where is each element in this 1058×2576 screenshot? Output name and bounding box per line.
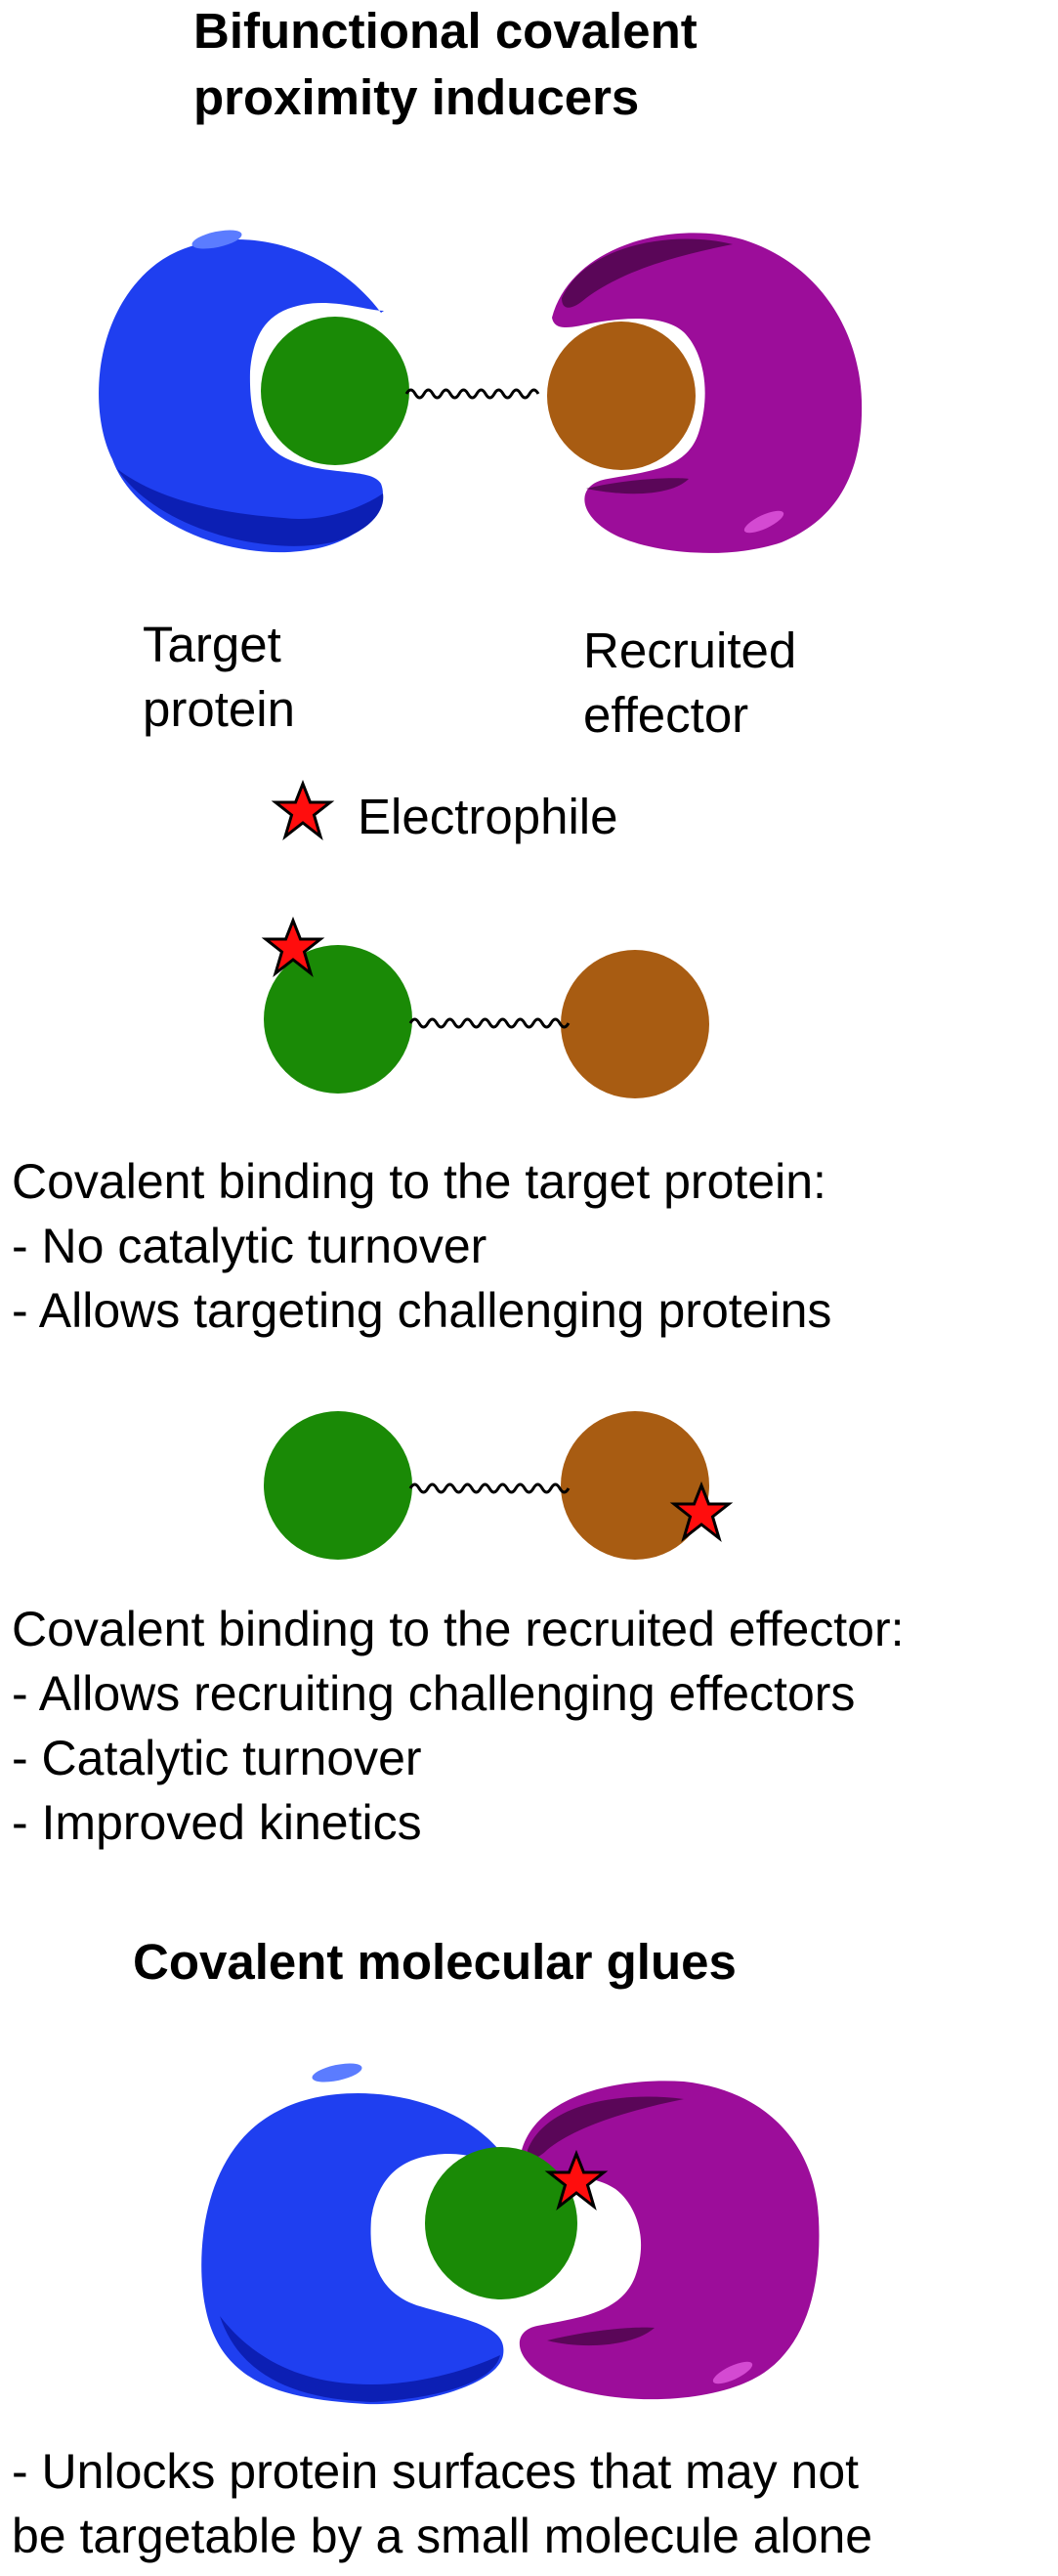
target-ligand-top: [261, 317, 409, 465]
title-line-2: proximity inducers: [193, 69, 640, 125]
title-line-1: Bifunctional covalent: [193, 3, 698, 59]
effector-ligand-s3: [561, 1411, 709, 1560]
linker-s2: [408, 1017, 571, 1029]
target-protein-top: [99, 230, 384, 553]
effector-ligand-top: [547, 322, 696, 470]
section2-heading: Covalent binding to the target protein:: [12, 1154, 826, 1209]
section2-bullet-1: - No catalytic turnover: [12, 1219, 487, 1273]
effector-protein-glue: [519, 2081, 820, 2400]
target-ligand-glue: [425, 2147, 577, 2299]
section3-bullet-1: - Allows recruiting challenging effector…: [12, 1666, 856, 1721]
linker-top: [404, 388, 540, 400]
legend-label: Electrophile: [358, 789, 618, 844]
label-target-line-1: Target: [143, 617, 281, 672]
label-target-line-2: protein: [143, 681, 295, 737]
target-protein-glue: [201, 2063, 510, 2405]
red-star-icon: [274, 782, 332, 838]
label-effector-line-1: Recruited: [583, 623, 797, 678]
section2-bullet-2: - Allows targeting challenging proteins: [12, 1283, 832, 1338]
section4-line-2: be targetable by a small molecule alone: [12, 2509, 873, 2563]
section3-bullet-3: - Improved kinetics: [12, 1795, 422, 1850]
label-effector-line-2: effector: [583, 687, 749, 743]
effector-protein-top: [552, 233, 863, 553]
section4-title: Covalent molecular glues: [133, 1934, 737, 1990]
target-ligand-s2: [264, 945, 412, 1094]
linker-s3: [408, 1482, 571, 1494]
section4-line-1: - Unlocks protein surfaces that may not: [12, 2444, 860, 2499]
effector-ligand-s2: [561, 950, 709, 1098]
section3-bullet-2: - Catalytic turnover: [12, 1731, 422, 1785]
section3-heading: Covalent binding to the recruited effect…: [12, 1602, 905, 1656]
target-ligand-s3: [264, 1411, 412, 1560]
